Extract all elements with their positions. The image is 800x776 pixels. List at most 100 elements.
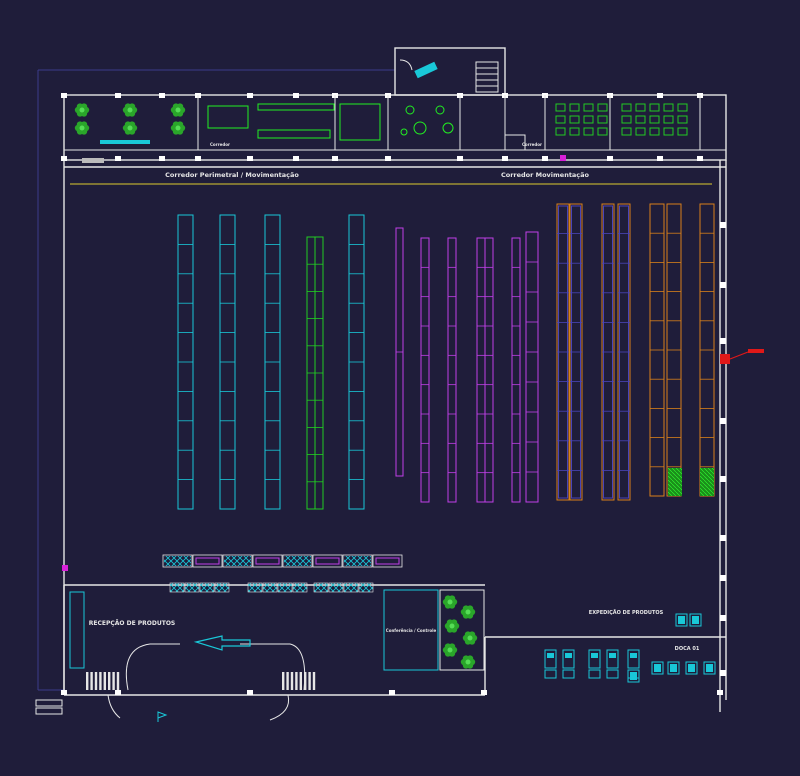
rack <box>447 237 457 503</box>
pallet <box>313 582 329 593</box>
pillar <box>61 690 67 695</box>
crossing-stripe <box>304 672 307 690</box>
plant-center <box>465 609 471 615</box>
bay <box>282 554 313 568</box>
plant-center <box>79 107 85 113</box>
pillar <box>720 418 726 424</box>
desk <box>621 127 632 136</box>
pallet <box>169 582 185 593</box>
vehicle-trailer <box>588 669 601 679</box>
plant-center <box>127 107 133 113</box>
desk <box>677 103 688 112</box>
vehicle-cab <box>591 653 598 658</box>
desk <box>621 115 632 124</box>
pillar <box>247 690 253 695</box>
plant-center <box>447 647 453 653</box>
crossing-stripe <box>108 672 111 690</box>
pallet <box>184 582 200 593</box>
crossing-stripe <box>116 672 120 690</box>
plant-center <box>447 599 453 605</box>
pillar <box>247 93 253 98</box>
pillar <box>720 222 726 228</box>
plant-center <box>465 659 471 665</box>
bay <box>192 554 223 568</box>
vehicle-trailer <box>544 669 557 679</box>
office-furniture <box>207 103 454 141</box>
corridor-left-label: Corredor Perimetral / Movimentação <box>165 171 299 179</box>
flag-marker <box>157 711 168 722</box>
pillar <box>720 670 726 676</box>
plant-center <box>175 125 181 131</box>
crossing-stripe <box>282 672 285 690</box>
rack <box>484 237 494 503</box>
bay <box>342 554 373 568</box>
pillar <box>607 156 613 161</box>
desk <box>583 103 594 112</box>
desk <box>555 127 566 136</box>
rack <box>420 237 430 503</box>
bay <box>372 554 403 568</box>
desk <box>635 103 646 112</box>
pillar <box>159 156 165 161</box>
pillar <box>115 690 121 695</box>
bay-fill <box>224 556 251 566</box>
crossing-stripe <box>112 672 115 690</box>
pillar <box>61 93 67 98</box>
pillar <box>542 156 548 161</box>
pillar <box>502 156 508 161</box>
bay-fill <box>344 556 371 566</box>
dock-pallet-fill <box>678 616 685 624</box>
receiving-office <box>383 589 439 671</box>
pillar <box>293 93 299 98</box>
planter-plants-lower <box>442 595 478 669</box>
desk <box>569 115 580 124</box>
pallet <box>292 582 308 593</box>
crossing-stripe <box>295 672 298 690</box>
plant-center <box>467 635 473 641</box>
dock-pallet-fill <box>706 664 713 672</box>
pallet <box>277 582 293 593</box>
bay <box>312 554 343 568</box>
dock-pallet-fill <box>630 672 637 680</box>
desk <box>583 115 594 124</box>
pallet <box>358 582 374 593</box>
crossing-stripe <box>94 672 98 690</box>
vehicle-trailer <box>606 669 619 679</box>
bay-magenta <box>315 557 340 565</box>
pallet <box>262 582 278 593</box>
pallet <box>247 582 263 593</box>
rack <box>525 231 539 503</box>
desk <box>663 103 674 112</box>
expedition-label: EXPEDIÇÃO DE PRODUTOS <box>589 609 664 616</box>
desk <box>569 127 580 136</box>
pillar <box>481 690 487 695</box>
crossing-stripe <box>299 672 302 690</box>
desk <box>649 103 660 112</box>
crossing-stripe <box>86 672 89 690</box>
pallet-zone <box>700 468 714 496</box>
dock-pallet <box>675 613 688 627</box>
crossing-stripe <box>103 672 106 690</box>
desk <box>649 127 660 136</box>
crossing-stripe <box>99 672 102 690</box>
pillar <box>457 156 463 161</box>
pillar <box>159 93 165 98</box>
dock-vehicles <box>544 613 716 683</box>
desk <box>621 103 632 112</box>
pillar <box>720 575 726 581</box>
desk <box>635 115 646 124</box>
dock-pallet <box>685 661 698 675</box>
receiving-office-label: Conferência / Controle <box>386 628 437 633</box>
room-label-b: Corredor <box>522 142 542 147</box>
room-label-a: Corredor <box>210 142 230 147</box>
vehicle-cab <box>565 653 572 658</box>
bay-magenta <box>375 557 400 565</box>
vehicle <box>588 649 601 669</box>
corridor-right-label: Corredor Movimentação <box>501 171 590 179</box>
dock-label: DOCA 01 <box>675 646 700 652</box>
desk <box>555 115 566 124</box>
pillar <box>720 615 726 621</box>
structural-pillars <box>61 93 726 695</box>
pillar <box>332 156 338 161</box>
